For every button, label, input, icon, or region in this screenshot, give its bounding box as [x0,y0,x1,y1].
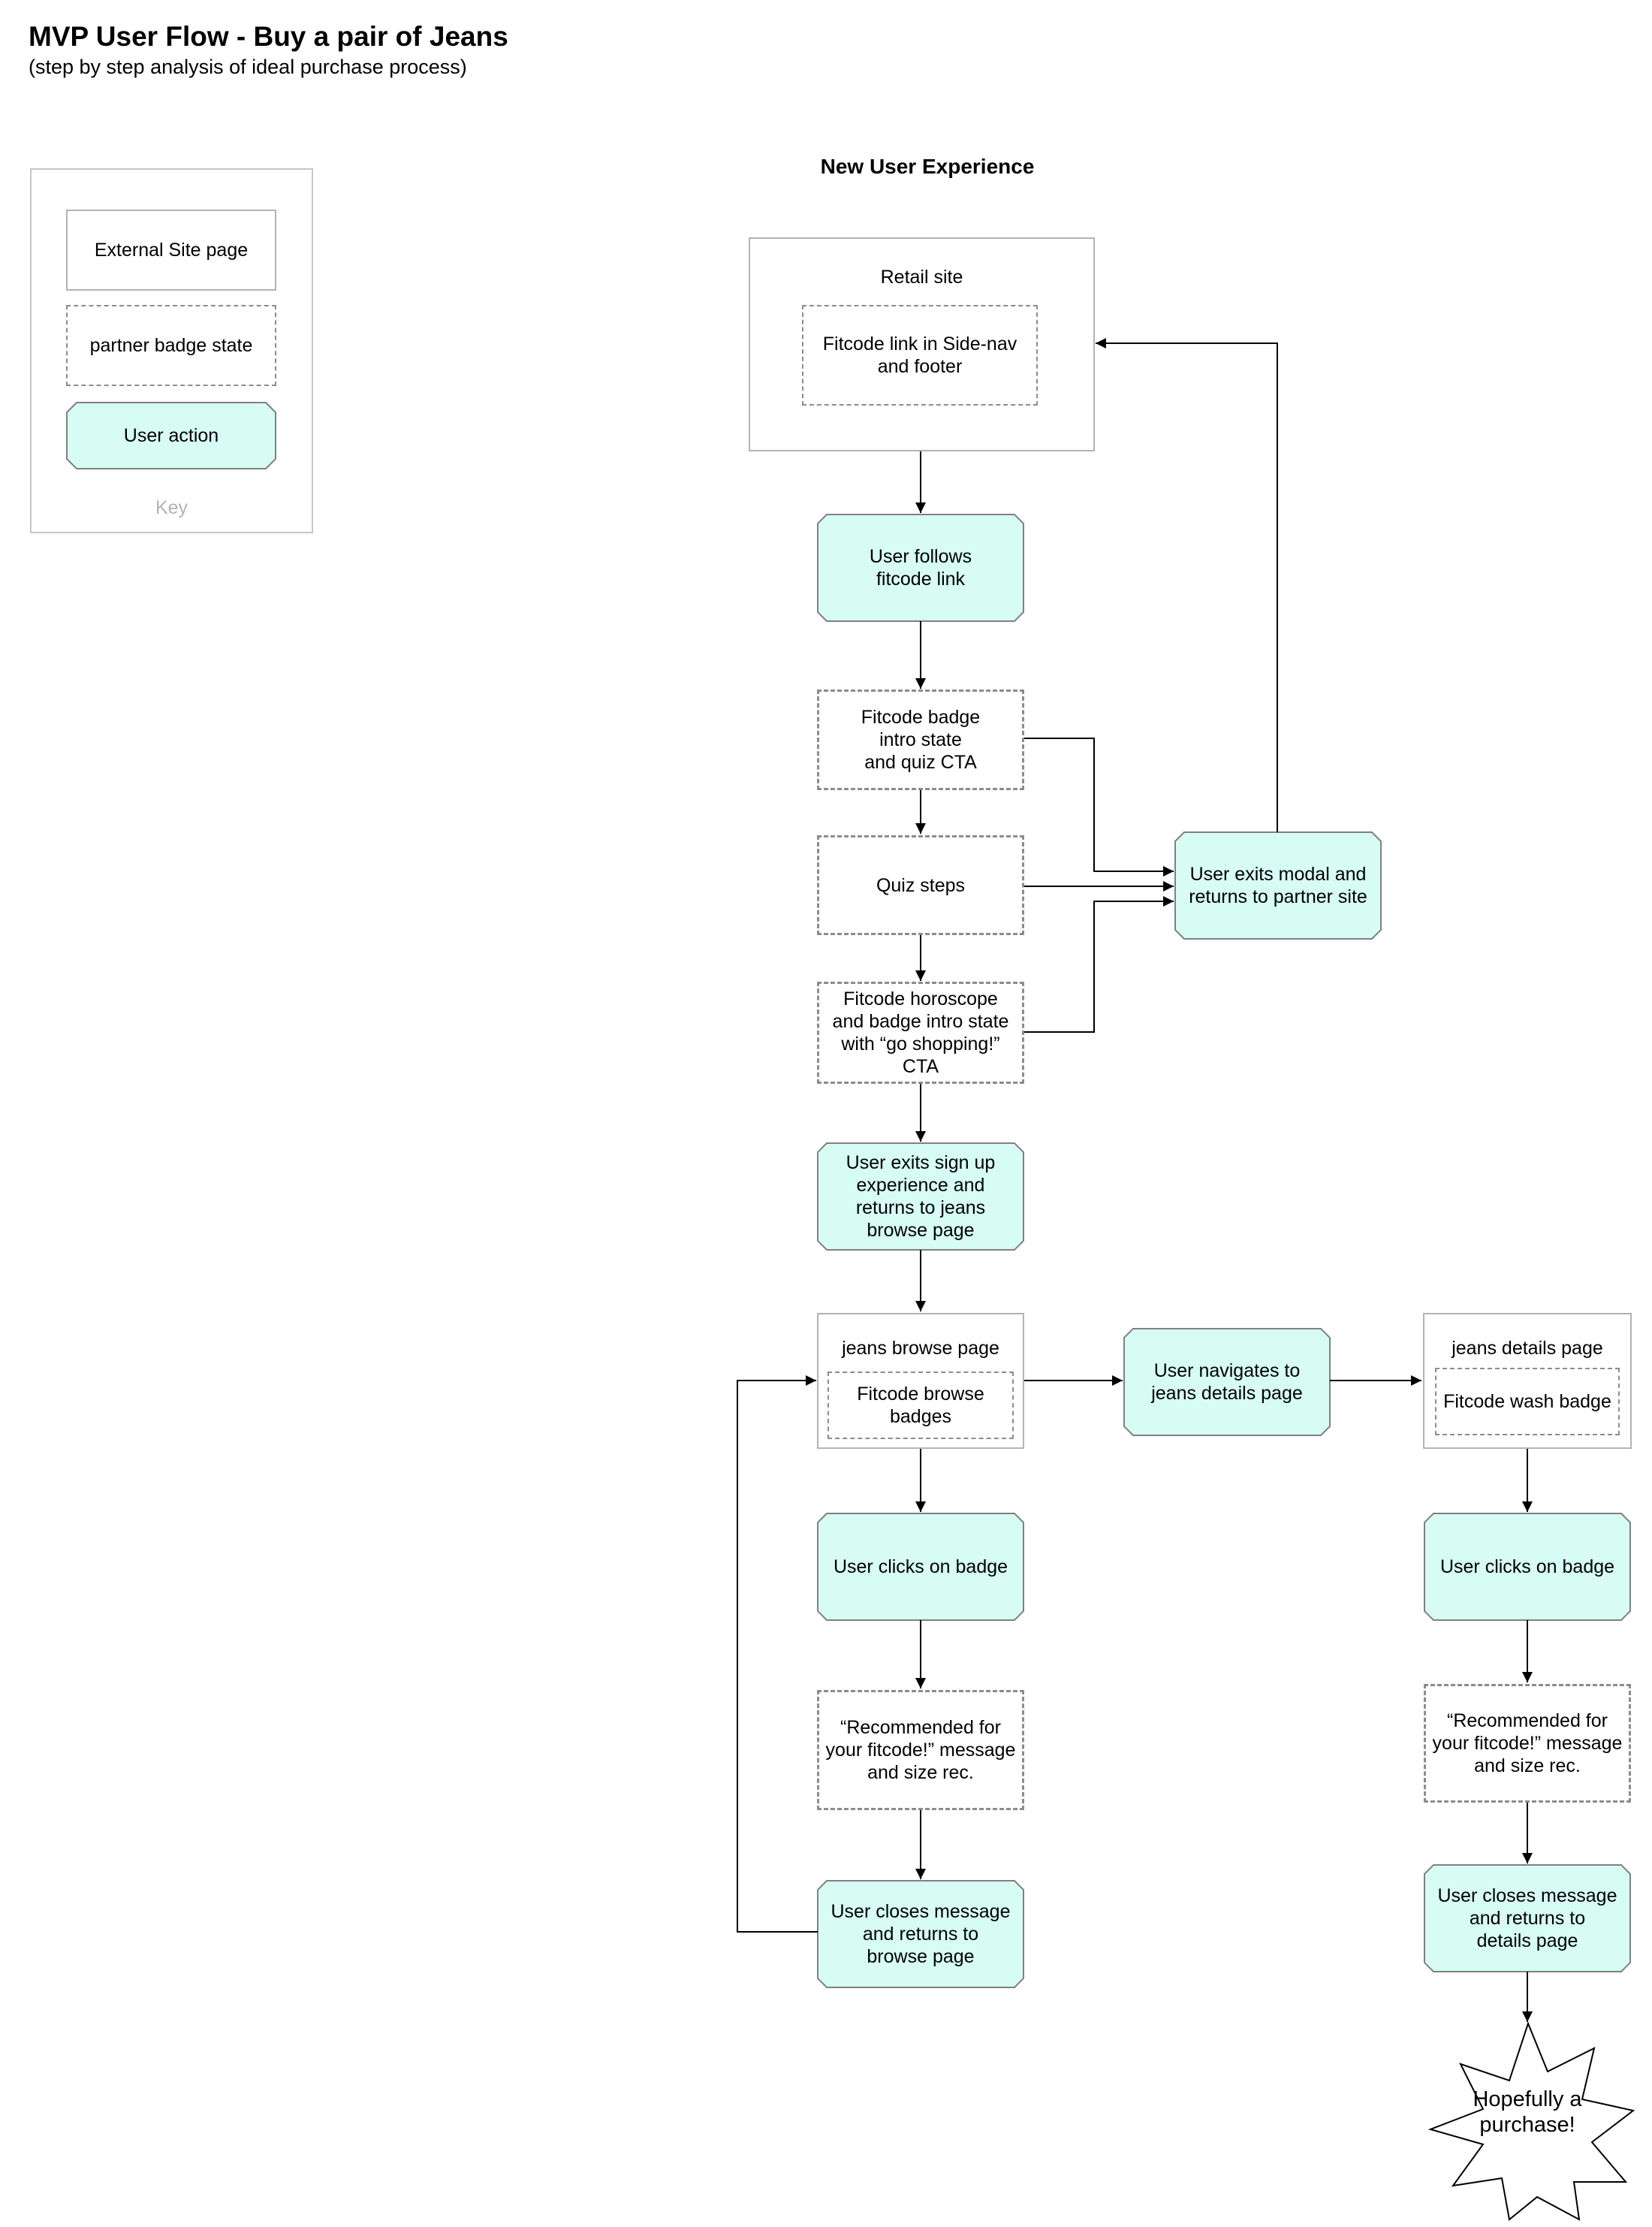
user-clicks-badge-browse: User clicks on badge [833,1556,1008,1577]
section-title: New User Experience [820,155,1035,178]
key-partner-badge-state: partner badge state [66,305,276,386]
user-closes-browse: User closes message and returns to brows… [831,1901,1011,1967]
browse-page-label: jeans browse page [842,1338,999,1359]
user-exits-signup: User exits sign up experience and return… [846,1152,996,1241]
user-navigates-details: User navigates to jeans details page [1151,1360,1303,1404]
user-exits-modal: User exits modal and returns to partner … [1189,864,1367,907]
browse-badges: Fitcode browse badges [828,1372,1014,1439]
user-closes-details: User closes message and returns to detai… [1437,1885,1617,1951]
key-legend [30,168,313,533]
badge-intro-state: Fitcode badge intro state and quiz CTA [817,690,1024,790]
details-page-label: jeans details page [1452,1338,1603,1359]
recommended-message-details: “Recommended for your fitcode!” message … [1424,1684,1631,1803]
shape-closes-browse [817,1880,1024,1988]
quiz-steps: Quiz steps [817,835,1024,935]
shape-closes-details [1424,1864,1631,1972]
diagram-title: MVP User Flow - Buy a pair of Jeans [29,21,508,52]
arrow-exit-to-retail [1096,338,1278,832]
fitcode-link-badge: Fitcode link in Side-nav and footer [802,305,1038,406]
shape-clicks-badge-details [1424,1513,1631,1621]
shape-clicks-badge-browse [817,1513,1024,1621]
shape-navigates-details [1123,1328,1331,1436]
shape-exits-signup [817,1142,1024,1251]
key-user-action: User action [123,425,219,446]
horoscope-state: Fitcode horoscope and badge intro state … [817,982,1024,1084]
arrow-horoscope-to-exit [1023,896,1174,1033]
key-external-site-page: External Site page [66,210,276,291]
retail-site-label: Retail site [880,267,963,288]
wash-badge: Fitcode wash badge [1435,1368,1620,1435]
recommended-message-browse: “Recommended for your fitcode!” message … [817,1690,1024,1810]
key-user-action-shape [66,402,276,469]
arrow-closes-to-browse [737,1375,818,1933]
user-follows-link: User follows fitcode link [869,546,972,590]
arrow-intro-to-exit [1023,738,1174,877]
purchase-starburst [1427,2021,1635,2221]
key-caption: Key [155,497,188,518]
user-clicks-badge-details: User clicks on badge [1439,1556,1615,1577]
shape-exits-modal [1174,831,1382,940]
purchase-text: Hopefully a purchase! [1473,2087,1582,2137]
shape-follows-link [817,514,1024,622]
diagram-subtitle: (step by step analysis of ideal purchase… [29,56,467,78]
